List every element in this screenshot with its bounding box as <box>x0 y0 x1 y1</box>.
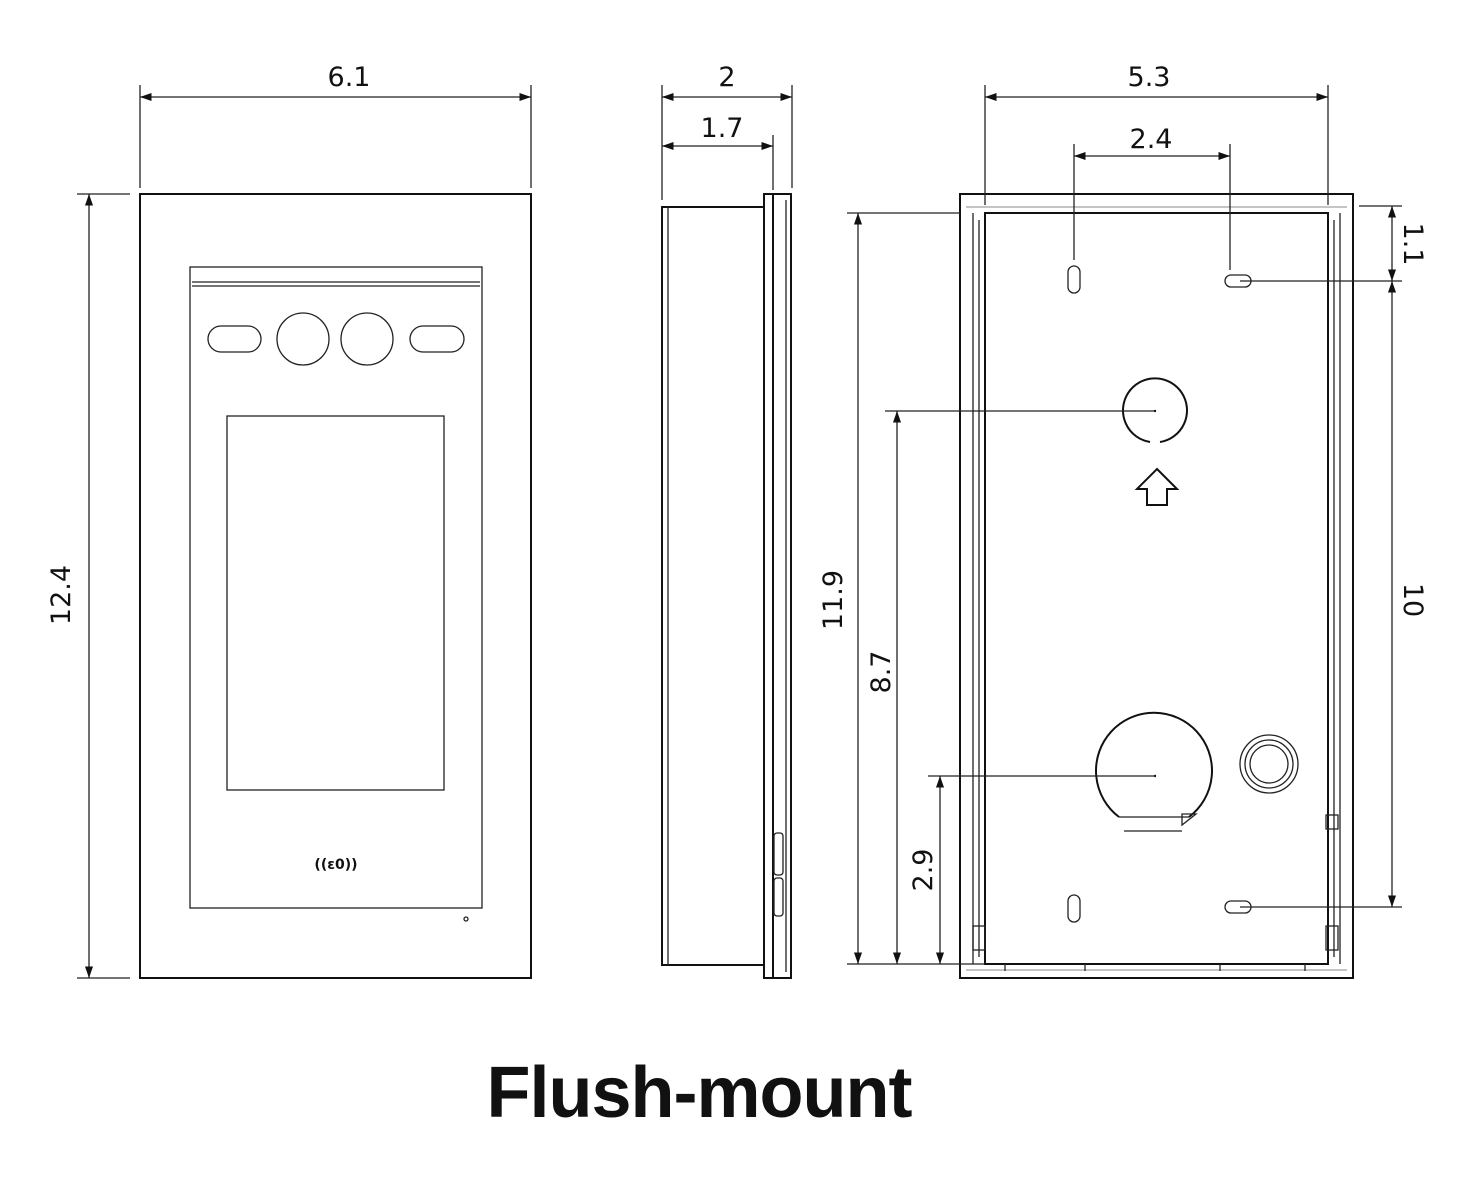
side-cover <box>772 193 792 979</box>
camera-lens-left-icon <box>276 312 330 366</box>
lower-hole-height-dimension-label: 2.9 <box>908 849 939 892</box>
camera-lens-right-icon <box>340 312 394 366</box>
nfc-icon: ((ε0)) <box>314 857 357 873</box>
hole-vertical-spacing-dimension-label: 10 <box>1397 583 1428 617</box>
side-front-plate <box>763 193 774 979</box>
top-offset-dimension-label: 1.1 <box>1397 223 1428 266</box>
depth-dimension-label: 2 <box>718 62 735 93</box>
side-view: 2 1.7 <box>661 62 793 979</box>
back-box-flange <box>959 193 1354 979</box>
width-dimension-label: 6.1 <box>328 62 371 93</box>
upper-hole-height-dimension-label: 8.7 <box>866 651 897 694</box>
mounting-slot-top-left <box>1067 265 1081 294</box>
technical-drawing: ((ε0)) 6.1 12.4 2 1.7 <box>46 62 1428 979</box>
display-screen <box>226 415 445 791</box>
back-box-body <box>984 212 1329 965</box>
height-dimension-label: 12.4 <box>46 565 77 625</box>
up-arrow-icon <box>1134 467 1180 506</box>
lower-cable-hole <box>1095 711 1213 832</box>
indicator-dot <box>463 916 469 922</box>
camera-light-left-icon <box>207 325 262 353</box>
camera-light-right-icon <box>409 325 465 353</box>
side-box-body <box>661 206 765 966</box>
grounding-stud <box>1239 734 1299 794</box>
front-view: ((ε0)) 6.1 12.4 <box>46 62 532 979</box>
mounting-slot-bottom-left <box>1067 894 1081 923</box>
diagram-caption: Flush-mount <box>486 1053 913 1133</box>
box-height-dimension-label: 11.9 <box>818 570 849 630</box>
back-box-view: 5.3 2.4 1.1 10 11.9 8.7 2.9 <box>818 62 1428 979</box>
front-panel-outline <box>139 193 532 979</box>
hole-spacing-dimension-label: 2.4 <box>1130 124 1173 155</box>
front-bezel <box>189 266 483 909</box>
upper-cable-hole <box>1122 377 1188 443</box>
box-width-dimension-label: 5.3 <box>1128 62 1171 93</box>
inner-depth-dimension-label: 1.7 <box>701 113 744 144</box>
